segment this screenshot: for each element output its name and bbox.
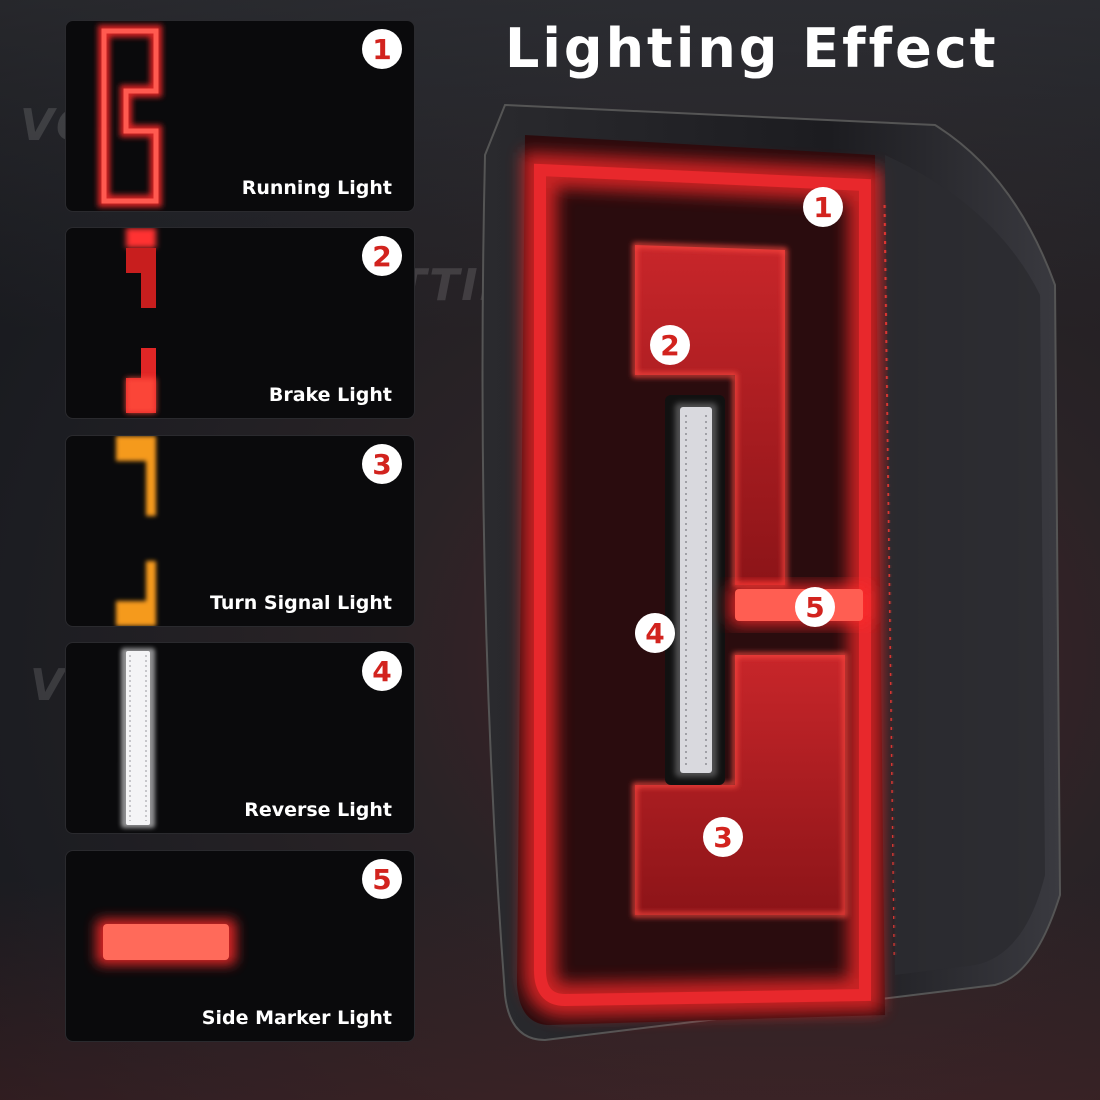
panel-side-marker-light: 5 Side Marker Light — [65, 850, 415, 1042]
panel-label: Reverse Light — [244, 799, 392, 821]
page-title: Lighting Effect — [505, 17, 999, 80]
panel-running-light: 1 Running Light — [65, 20, 415, 212]
reverse-light-image — [121, 648, 155, 828]
panel-label: Brake Light — [268, 384, 392, 406]
callout-badge: 4 — [635, 613, 675, 653]
turn-signal-light-image — [116, 436, 156, 626]
callout-badge: 3 — [703, 817, 743, 857]
callout-badge: 5 — [795, 587, 835, 627]
panel-label: Turn Signal Light — [209, 592, 392, 614]
callout-badge: 1 — [803, 187, 843, 227]
panel-number-badge: 4 — [362, 651, 402, 691]
brake-light-image — [126, 228, 156, 413]
panel-turn-signal-light: 3 Turn Signal Light — [65, 435, 415, 627]
tail-lamp-image — [481, 103, 1062, 1042]
panel-number-badge: 5 — [362, 859, 402, 899]
side-marker-light-image — [96, 919, 236, 965]
panel-reverse-light: 4 Reverse Light — [65, 642, 415, 834]
panel-brake-light: 2 Brake Light — [65, 227, 415, 419]
panel-number-badge: 2 — [362, 236, 402, 276]
panel-number-badge: 3 — [362, 444, 402, 484]
panel-number-badge: 1 — [362, 29, 402, 69]
callout-badge: 2 — [650, 325, 690, 365]
panel-label: Running Light — [241, 177, 392, 199]
panel-label: Side Marker Light — [201, 1007, 392, 1029]
tail-lamp-assembly: 1 2 5 4 3 — [455, 95, 1075, 1080]
running-light-image — [98, 25, 162, 207]
